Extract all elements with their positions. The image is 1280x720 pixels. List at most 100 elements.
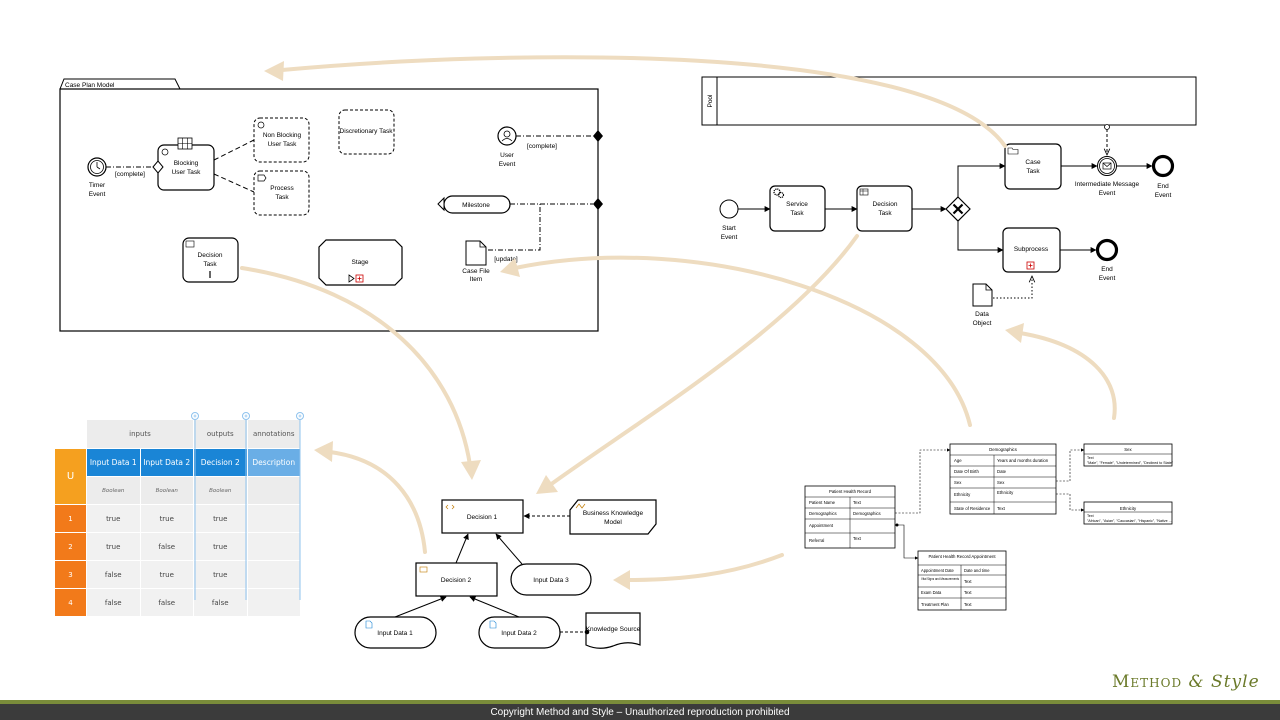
svg-text:Event: Event xyxy=(499,161,516,168)
table-icon xyxy=(419,566,428,573)
ethnicity-type[interactable]: Ethnicity Text "African", "Asian", "Cauc… xyxy=(1083,501,1173,525)
complete-label: [complete] xyxy=(115,171,145,178)
sex-type[interactable]: Sex Text "Male", "Female", "Undetermined… xyxy=(1083,443,1174,467)
timer-event[interactable]: Timer Event xyxy=(87,157,107,198)
process-task[interactable]: Process Task xyxy=(253,170,310,216)
case-task[interactable]: Case Task xyxy=(1004,143,1062,190)
decision-table[interactable]: inputs outputs annotations U Input Data … xyxy=(55,420,301,617)
svg-text:Ethnicity: Ethnicity xyxy=(997,490,1014,495)
type-label xyxy=(247,476,301,505)
svg-text:Ethnicity: Ethnicity xyxy=(954,492,971,497)
type-label: Boolean xyxy=(193,476,248,505)
bpmn-decision-task[interactable]: Decision Task xyxy=(856,185,913,232)
svg-text:Date Of Birth: Date Of Birth xyxy=(954,469,979,474)
intermediate-message-event[interactable]: Intermediate Message Event xyxy=(1075,156,1140,198)
hit-policy[interactable]: U xyxy=(55,448,87,505)
stage[interactable]: Stage xyxy=(318,239,403,286)
pool: Pool xyxy=(701,76,1197,126)
demographics-table[interactable]: Demographics Age Years and months durati… xyxy=(949,443,1057,515)
service-task[interactable]: Service Task xyxy=(769,185,826,232)
svg-text:Vital Signs and Measurements: Vital Signs and Measurements xyxy=(921,576,959,581)
svg-text:Appointment: Appointment xyxy=(809,523,834,528)
svg-text:Object: Object xyxy=(973,320,992,327)
folder-icon xyxy=(1007,147,1019,155)
svg-text:Referral: Referral xyxy=(809,538,824,543)
function-icon xyxy=(575,503,586,509)
table-icon xyxy=(859,188,869,196)
decision-2[interactable]: Decision 2 xyxy=(415,562,498,597)
input-data-1[interactable]: Input Data 1 xyxy=(354,616,437,649)
start-event[interactable]: Start Event xyxy=(719,199,739,241)
case-plan-model-label: Case Plan Model xyxy=(65,82,115,89)
end-event-label: End xyxy=(1157,183,1169,190)
brand-method: Method xyxy=(1112,672,1183,692)
bkm-label: Business Knowledge xyxy=(583,510,644,517)
cmmn-decision-task[interactable]: Decision Task xyxy=(182,237,239,283)
svg-text:Text: Text xyxy=(1087,456,1094,460)
end-event-1[interactable]: End Event xyxy=(1151,154,1175,200)
document-icon xyxy=(489,620,497,629)
svg-text:Demographics: Demographics xyxy=(853,511,881,516)
svg-text:Text: Text xyxy=(853,500,862,505)
end-event-2[interactable]: End Event xyxy=(1095,238,1119,283)
svg-text:[complete]: [complete] xyxy=(527,143,557,150)
table-row[interactable]: 2 true false true xyxy=(55,532,301,561)
appointment-table[interactable]: Patient Health Record Appointment Appoin… xyxy=(917,550,1007,611)
svg-text:"African", "Asian", "Caucasian: "African", "Asian", "Caucasian", "Hispan… xyxy=(1087,519,1172,523)
svg-text:Age: Age xyxy=(954,458,962,463)
svg-text:User Task: User Task xyxy=(172,169,202,176)
outputs-header: outputs xyxy=(193,420,248,449)
svg-text:Model: Model xyxy=(604,519,622,526)
non-blocking-task-label: Non Blocking xyxy=(263,132,302,139)
process-task-label: Process xyxy=(270,185,294,192)
table-row[interactable]: 1 true true true xyxy=(55,504,301,533)
non-blocking-user-task[interactable]: Non Blocking User Task xyxy=(253,117,310,163)
process-icon xyxy=(257,174,267,182)
input-data-2[interactable]: Input Data 2 xyxy=(478,616,561,649)
type-label: Boolean xyxy=(140,476,194,505)
table-row[interactable]: 3 false true true xyxy=(55,560,301,589)
code-icon xyxy=(445,504,455,510)
svg-text:Event: Event xyxy=(1099,190,1116,197)
input-data-3-label: Input Data 3 xyxy=(533,577,569,584)
document-icon xyxy=(365,620,373,629)
timer-event-label: Timer xyxy=(89,182,106,189)
milestone[interactable]: Milestone xyxy=(437,195,511,214)
svg-text:Text: Text xyxy=(964,602,972,607)
discretionary-task-label: Discretionary Task xyxy=(340,128,394,135)
inputs-header: inputs xyxy=(86,420,194,449)
svg-text:Task: Task xyxy=(275,194,289,201)
user-icon xyxy=(257,121,265,129)
svg-text:Exam Data: Exam Data xyxy=(921,590,942,595)
exclusive-gateway[interactable] xyxy=(945,196,971,222)
subprocess[interactable]: Subprocess xyxy=(1002,227,1061,273)
patient-health-record[interactable]: Patient Health Record Patient Name Text … xyxy=(804,485,896,549)
blocking-user-task[interactable]: Blocking User Task xyxy=(152,137,215,191)
data-object[interactable]: Data Object xyxy=(972,283,993,327)
case-file-item-label: Case File xyxy=(462,268,490,275)
case-task-label: Case xyxy=(1025,159,1041,166)
entry-criterion[interactable] xyxy=(593,130,603,142)
decision-1-label: Decision 1 xyxy=(467,514,498,521)
case-file-item[interactable]: Case File Item xyxy=(462,240,490,283)
discretionary-task[interactable]: Discretionary Task xyxy=(338,109,395,155)
svg-text:[update]: [update] xyxy=(494,256,518,263)
table-icon xyxy=(185,240,195,248)
table-row[interactable]: 4 false false false xyxy=(55,588,301,617)
business-knowledge-model[interactable]: Business Knowledge Model xyxy=(569,499,657,535)
decision-2-label: Decision 2 xyxy=(441,577,472,584)
output-column[interactable]: Decision 2 xyxy=(193,448,248,477)
input-data-3[interactable]: Input Data 3 xyxy=(510,563,592,596)
input-column-1[interactable]: Input Data 1 xyxy=(86,448,141,477)
svg-text:Task: Task xyxy=(1026,168,1040,175)
decision-1[interactable]: Decision 1 xyxy=(441,499,524,534)
appointment-title: Patient Health Record Appointment xyxy=(928,554,996,559)
blocking-task-label: Blocking xyxy=(174,160,199,167)
knowledge-source[interactable]: Knowledge Source xyxy=(585,612,641,649)
decision-task-label: Decision xyxy=(873,201,898,208)
svg-text:Sex: Sex xyxy=(997,480,1005,485)
brand-style: & Style xyxy=(1188,672,1260,692)
entry-criterion[interactable] xyxy=(593,198,603,210)
svg-text:Task: Task xyxy=(878,210,892,217)
input-column-2[interactable]: Input Data 2 xyxy=(140,448,194,477)
